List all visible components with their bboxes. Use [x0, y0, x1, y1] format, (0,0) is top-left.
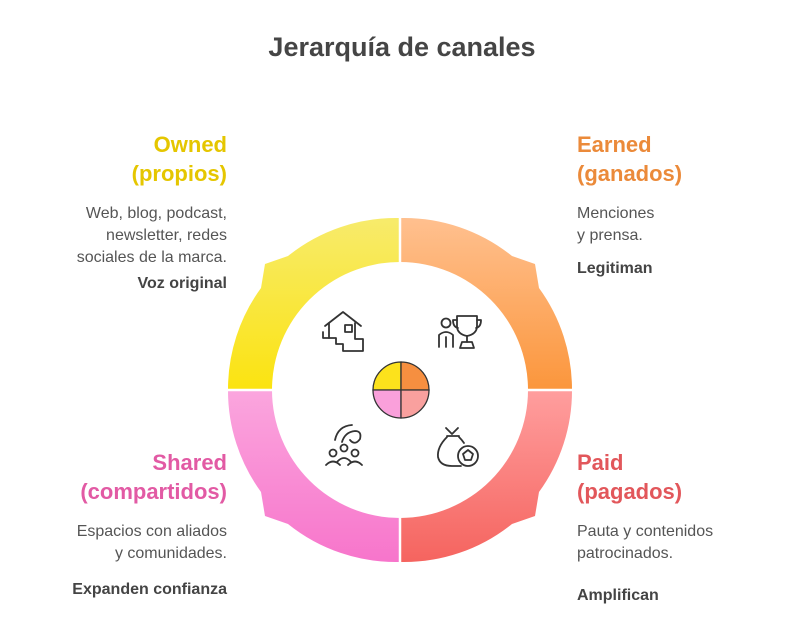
- ring-segment-earned: [400, 217, 573, 390]
- earned-heading-line-2: (ganados): [577, 161, 683, 186]
- person-trophy-icon: [438, 315, 482, 349]
- owned-heading-line-2: (propios): [131, 161, 227, 186]
- quadrant-paid: Paid (pagados) Pauta y contenidos patroc…: [577, 448, 804, 605]
- money-bag-coin-icon: [437, 427, 479, 467]
- owned-description: Web, blog, podcast, newsletter, redes so…: [76, 205, 227, 266]
- quadrant-owned: Owned (propios) Web, blog, podcast, news…: [0, 130, 227, 293]
- ring-segment-owned: [227, 217, 400, 390]
- ring-segment-shared: [227, 390, 400, 563]
- owned-heading: Owned (propios): [0, 130, 227, 188]
- earned-heading-line-1: Earned: [577, 132, 652, 157]
- earned-description: Menciones y prensa.: [577, 205, 655, 244]
- shared-heading-line-2: (compartidos): [80, 479, 227, 504]
- ring-separators: [226, 216, 574, 564]
- earned-tag: Legitiman: [577, 260, 653, 277]
- shared-description: Espacios con aliados y comunidades.: [76, 523, 227, 562]
- paid-heading-line-2: (pagados): [577, 479, 683, 504]
- paid-heading-line-1: Paid: [577, 450, 624, 475]
- community-icon: [325, 424, 363, 466]
- paid-heading: Paid (pagados): [577, 448, 804, 506]
- ring-segment-paid: [400, 390, 573, 563]
- quadrant-earned: Earned (ganados) Menciones y prensa. Leg…: [577, 130, 804, 278]
- center-mini-pie: [372, 361, 430, 419]
- earned-heading: Earned (ganados): [577, 130, 804, 188]
- quadrant-shared: Shared (compartidos) Espacios con aliado…: [0, 448, 227, 599]
- diagram-title: Jerarquía de canales: [268, 32, 536, 62]
- shared-heading-line-1: Shared: [152, 450, 227, 475]
- paid-description: Pauta y contenidos patrocinados.: [577, 523, 714, 562]
- house-stairs-icon: [322, 311, 364, 352]
- shared-tag: Expanden confianza: [72, 581, 227, 598]
- shared-heading: Shared (compartidos): [0, 448, 227, 506]
- owned-tag: Voz original: [137, 275, 227, 292]
- owned-heading-line-1: Owned: [153, 132, 227, 157]
- paid-tag: Amplifican: [577, 587, 659, 604]
